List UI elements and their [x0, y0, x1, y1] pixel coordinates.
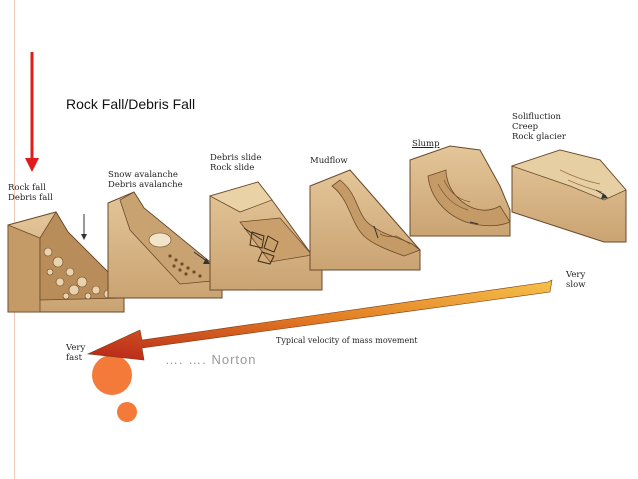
- label-very-slow: Very slow: [566, 270, 586, 290]
- block-rock-fall: [7, 211, 125, 313]
- author-text: …. …. Norton: [165, 352, 257, 367]
- label-solifluction: Solifluction Creep Rock glacier: [512, 112, 566, 142]
- label-mudflow: Mudflow: [310, 156, 348, 166]
- block-slump: [409, 145, 511, 237]
- block-mudflow: [309, 169, 421, 271]
- decor-dot-large: [92, 355, 132, 395]
- label-rock-fall: Rock fall Debris fall: [8, 183, 53, 203]
- velocity-arrow: [86, 279, 553, 361]
- label-slump: Slump: [412, 139, 440, 149]
- label-velocity: Typical velocity of mass movement: [276, 336, 418, 345]
- label-debris-slide: Debris slide Rock slide: [210, 153, 262, 173]
- red-pointer-arrow: [25, 52, 39, 172]
- block-debris-slide: [208, 181, 323, 291]
- caption-rock-fall-debris-fall: Rock Fall/Debris Fall: [66, 96, 196, 112]
- label-very-fast: Very fast: [66, 343, 86, 363]
- label-snow-avalanche: Snow avalanche Debris avalanche: [108, 170, 183, 190]
- decor-dot-small: [117, 402, 137, 422]
- block-snow-avalanche: [107, 191, 223, 299]
- block-solifluction-creep: [510, 149, 627, 243]
